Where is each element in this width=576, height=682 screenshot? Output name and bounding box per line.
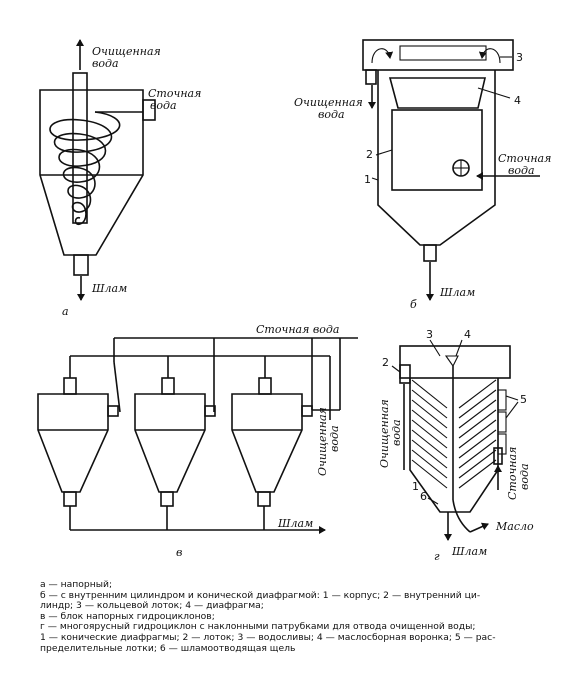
b-waste-water-label-1: Сточная (498, 152, 551, 165)
g-oil-pipe-bend (452, 499, 471, 533)
v-c1-outlet (63, 377, 77, 395)
g-diaphragms-right (458, 379, 497, 489)
v-cyclone-2 (134, 377, 216, 507)
diagram-g: 3 4 2 5 1 6 Очищенная вода Сточная вода … (378, 328, 534, 563)
v-c2-body (134, 393, 206, 493)
b-label-3: 3 (516, 51, 523, 64)
g-waste-water-label-2: вода (518, 463, 531, 490)
b-sludge-pipe (423, 244, 437, 262)
b-waste-water-label-2: вода (508, 164, 535, 177)
b-diaphragm (388, 77, 487, 109)
g-sludge-label: Шлам (451, 545, 487, 558)
v-c2-sludge (160, 491, 174, 507)
g-oil-label: Масло (495, 520, 534, 533)
g-oil-arrow (469, 522, 489, 533)
g-label-4: 4 (464, 328, 471, 341)
a-sludge-label: Шлам (91, 282, 127, 295)
v-c1-body (37, 393, 109, 493)
a-body (39, 89, 144, 256)
v-c3-sludge (257, 491, 271, 507)
g-clean-water-label-1: Очищенная (378, 399, 391, 468)
g-label-5: 5 (520, 393, 527, 406)
b-leader-2 (375, 149, 393, 156)
diagram-v: Сточная вода Шлам в Очищенная вода (37, 323, 358, 559)
v-waste-water-label: Сточная вода (256, 323, 339, 336)
v-c3-body (231, 393, 303, 493)
g-label-3: 3 (426, 328, 433, 341)
b-label-1: 1 (364, 173, 371, 186)
g-trough (399, 345, 511, 379)
b-trough-inner (399, 45, 487, 61)
v-feed-1 (113, 361, 121, 413)
g-diaphragms-left (411, 379, 448, 489)
g-leader-3 (429, 339, 441, 357)
b-label-4: 4 (514, 94, 521, 107)
a-waste-water-label-1: Сточная (148, 87, 201, 100)
a-clean-water-label-1: Очищенная (92, 45, 161, 58)
b-leader-4 (477, 87, 511, 99)
b-clean-water-label-2: вода (318, 108, 345, 121)
caption-line: пределительные лотки; 6 — шламоотводящая… (40, 642, 296, 654)
v-cyclone-1 (37, 377, 119, 507)
g-letter: г (434, 550, 440, 563)
b-trough (362, 39, 514, 71)
a-clean-water-label-2: вода (92, 57, 119, 70)
a-letter: а (62, 305, 69, 318)
v-c3-outlet (258, 377, 272, 395)
v-clean-water-label-1: Очищенная (316, 407, 329, 476)
caption-line: г — многоярусный гидроциклон с наклонным… (40, 621, 476, 633)
g-dist-trough-1 (497, 389, 507, 411)
a-inlet-pipe (142, 99, 156, 121)
g-clean-outlet (399, 364, 411, 384)
a-waste-water-label-2: вода (150, 99, 177, 112)
diagram-b: 3 4 2 1 Очищенная вода Сточная вода Шлам… (294, 39, 551, 311)
v-clean-water-label-2: вода (328, 425, 341, 452)
g-leader-2 (391, 365, 401, 373)
v-sludge-label: Шлам (277, 517, 313, 530)
g-leader-5a (505, 395, 519, 401)
a-sludge-pipe (73, 254, 89, 276)
caption-line: линдр; 3 — кольцевой лоток; 4 — диафрагм… (40, 600, 264, 612)
v-c2-inlet (204, 405, 216, 417)
diagram-a: Очищенная вода Сточная вода Шлам а (39, 39, 201, 318)
v-c1-inlet (107, 405, 119, 417)
b-inner-cylinder (391, 109, 483, 191)
b-letter: б (410, 298, 417, 311)
g-leader-6 (427, 497, 439, 505)
v-c1-sludge (63, 491, 77, 507)
figure-caption: а — напорный; б — с внутренним цилиндром… (40, 579, 570, 654)
g-leader-5b (505, 401, 519, 419)
g-label-1: 1 (412, 480, 419, 493)
g-dist-trough-2 (497, 411, 507, 433)
g-body (409, 378, 499, 513)
g-inlet-pipe (493, 447, 503, 465)
b-leader-1 (371, 177, 379, 181)
g-waste-water-label-1: Сточная (506, 447, 519, 500)
caption-line: 1 — конические диафрагмы; 2 — лоток; 3 —… (40, 631, 496, 643)
b-overflow-right (478, 48, 501, 64)
g-label-2: 2 (382, 356, 389, 369)
v-letter: в (176, 546, 182, 559)
b-overflow-left (371, 48, 394, 64)
g-label-6: 6 (420, 490, 427, 503)
caption-line: б — с внутренним цилиндром и конической … (40, 589, 481, 601)
v-c2-outlet (161, 377, 175, 395)
a-clean-water-pipe (72, 72, 88, 224)
g-oil-funnel (444, 355, 459, 368)
v-c3-inlet (301, 405, 313, 417)
b-label-2: 2 (366, 148, 373, 161)
b-sludge-label: Шлам (439, 286, 475, 299)
caption-line: а — напорный; (40, 579, 113, 590)
g-leader-4 (455, 339, 463, 357)
g-diaphragms (411, 379, 497, 489)
g-clean-water-label-2: вода (390, 419, 403, 446)
caption-line: в — блок напорных гидроциклонов; (40, 610, 215, 622)
b-clean-water-label-1: Очищенная (294, 96, 363, 109)
b-clean-outlet (365, 69, 377, 85)
v-cyclone-3 (231, 377, 313, 507)
a-spiral-flow (49, 111, 121, 226)
